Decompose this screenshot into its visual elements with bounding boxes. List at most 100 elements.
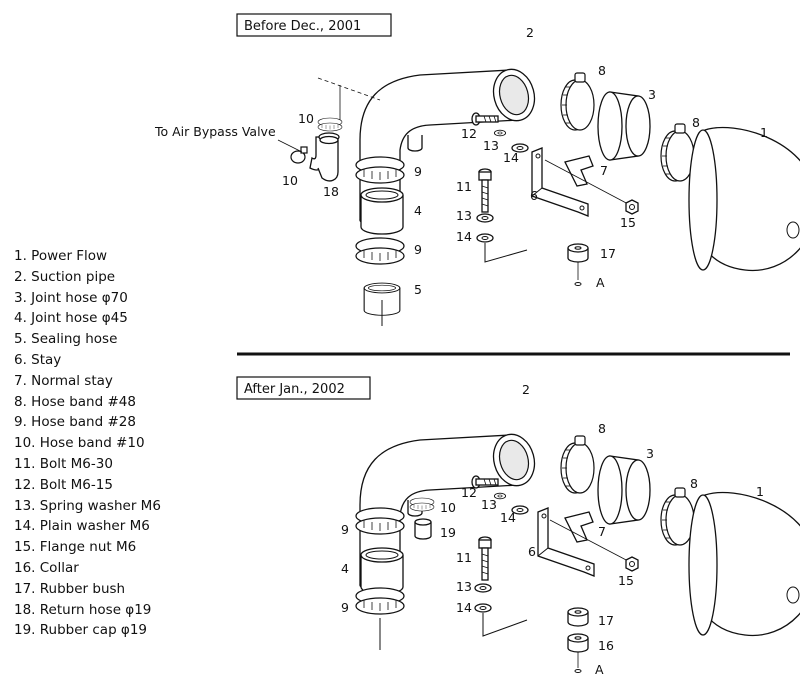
legend-item: 16. Collar: [14, 559, 79, 576]
parts-legend: 1. Power Flow 2. Suction pipe 3. Joint h…: [14, 246, 161, 641]
svg-text:9: 9: [414, 164, 422, 179]
rubber-cap: [414, 518, 432, 540]
svg-text:4: 4: [414, 203, 422, 218]
svg-text:10: 10: [282, 173, 298, 188]
svg-text:18: 18: [323, 184, 339, 199]
flange-nut: [625, 556, 639, 572]
svg-text:Before Dec., 2001: Before Dec., 2001: [244, 19, 361, 34]
svg-text:12: 12: [461, 485, 477, 500]
rubber-bush: [567, 607, 589, 627]
hose-band-28: [355, 507, 405, 535]
svg-text:4: 4: [341, 561, 349, 576]
svg-text:A: A: [595, 662, 604, 677]
legend-item: 10. Hose band #10: [14, 435, 145, 452]
svg-text:10: 10: [440, 500, 456, 515]
joint-hose-70: [597, 91, 651, 161]
bottom-callouts: 1 2 3 4 6 7 8 8 9 9 10 11 12 13 13 14 14…: [341, 382, 764, 677]
svg-text:17: 17: [600, 246, 616, 261]
svg-text:7: 7: [598, 524, 606, 539]
svg-text:11: 11: [456, 179, 472, 194]
legend-item: 11. Bolt M6-30: [14, 455, 113, 472]
svg-text:10: 10: [298, 111, 314, 126]
plain-washer: [476, 233, 494, 243]
before-section-header: Before Dec., 2001: [236, 13, 392, 37]
hose-band-28: [355, 587, 405, 615]
legend-item: 12. Bolt M6-15: [14, 476, 113, 493]
svg-text:2: 2: [526, 25, 534, 40]
bottom-assembly: [355, 429, 800, 673]
svg-text:13: 13: [481, 497, 497, 512]
svg-text:8: 8: [598, 421, 606, 436]
plain-washer: [474, 603, 492, 613]
legend-item: 15. Flange nut M6: [14, 539, 137, 556]
hose-band-10: [290, 146, 308, 164]
svg-text:14: 14: [456, 600, 472, 615]
svg-text:3: 3: [646, 446, 654, 461]
joint-hose-45: [360, 187, 404, 235]
legend-item: 1. Power Flow: [14, 248, 108, 264]
legend-item: 2. Suction pipe: [14, 268, 116, 285]
spring-washer: [476, 213, 494, 223]
svg-text:6: 6: [530, 188, 538, 203]
svg-text:8: 8: [598, 63, 606, 78]
svg-text:1: 1: [756, 484, 764, 499]
legend-item: 13. Spring washer M6: [14, 497, 161, 514]
svg-text:14: 14: [456, 229, 472, 244]
svg-text:3: 3: [648, 87, 656, 102]
power-flow-filter: [688, 126, 800, 272]
svg-text:A: A: [596, 275, 605, 290]
svg-text:15: 15: [620, 215, 636, 230]
spring-washer: [493, 129, 507, 137]
svg-text:8: 8: [690, 476, 698, 491]
legend-item: 19. Rubber cap φ19: [14, 622, 148, 639]
legend-item: 9. Hose band #28: [14, 414, 136, 431]
svg-text:5: 5: [414, 282, 422, 297]
svg-text:15: 15: [618, 573, 634, 588]
flange-nut: [625, 199, 639, 215]
svg-text:12: 12: [461, 126, 477, 141]
hose-band-10: [317, 117, 343, 132]
legend-item: 6. Stay: [14, 351, 62, 368]
spring-washer: [474, 583, 492, 593]
hose-band-28: [355, 156, 405, 184]
collar: [567, 633, 589, 653]
svg-text:8: 8: [692, 115, 700, 130]
legend-item: 14. Plain washer M6: [14, 518, 150, 535]
air-bypass-label: To Air Bypass Valve: [154, 124, 276, 139]
rubber-bush: [567, 243, 589, 263]
legend-item: 7. Normal stay: [14, 372, 113, 389]
svg-text:9: 9: [341, 600, 349, 615]
svg-text:1: 1: [760, 125, 768, 140]
legend-item: 4. Joint hose φ45: [14, 310, 128, 327]
legend-item: 18. Return hose φ19: [14, 601, 152, 618]
hose-band-48: [560, 72, 595, 131]
bolt-m6-30: [478, 536, 492, 581]
svg-text:6: 6: [528, 544, 536, 559]
joint-hose-70: [597, 455, 651, 525]
after-section-header: After Jan., 2002: [236, 376, 371, 400]
legend-item: 8. Hose band #48: [14, 393, 136, 410]
svg-text:16: 16: [598, 638, 614, 653]
svg-text:19: 19: [440, 525, 456, 540]
hose-band-48: [660, 487, 695, 546]
joint-hose-45: [360, 547, 404, 595]
legend-item: 3. Joint hose φ70: [14, 289, 128, 306]
normal-stay: [564, 155, 594, 187]
power-flow-filter: [688, 491, 800, 637]
return-hose: [309, 132, 340, 182]
svg-text:2: 2: [522, 382, 530, 397]
svg-text:14: 14: [503, 150, 519, 165]
svg-text:After Jan., 2002: After Jan., 2002: [244, 382, 345, 397]
bolt-m6-30: [478, 168, 492, 213]
top-callouts: To Air Bypass Valve 1 2 3 4 5 6 7 8 8 9 …: [154, 25, 768, 297]
svg-text:13: 13: [456, 208, 472, 223]
svg-text:9: 9: [414, 242, 422, 257]
legend-item: 17. Rubber bush: [14, 580, 126, 597]
svg-text:9: 9: [341, 522, 349, 537]
svg-text:7: 7: [600, 163, 608, 178]
normal-stay: [564, 511, 594, 543]
hose-band-28: [355, 237, 405, 265]
svg-text:13: 13: [456, 579, 472, 594]
hose-band-10: [409, 497, 435, 512]
